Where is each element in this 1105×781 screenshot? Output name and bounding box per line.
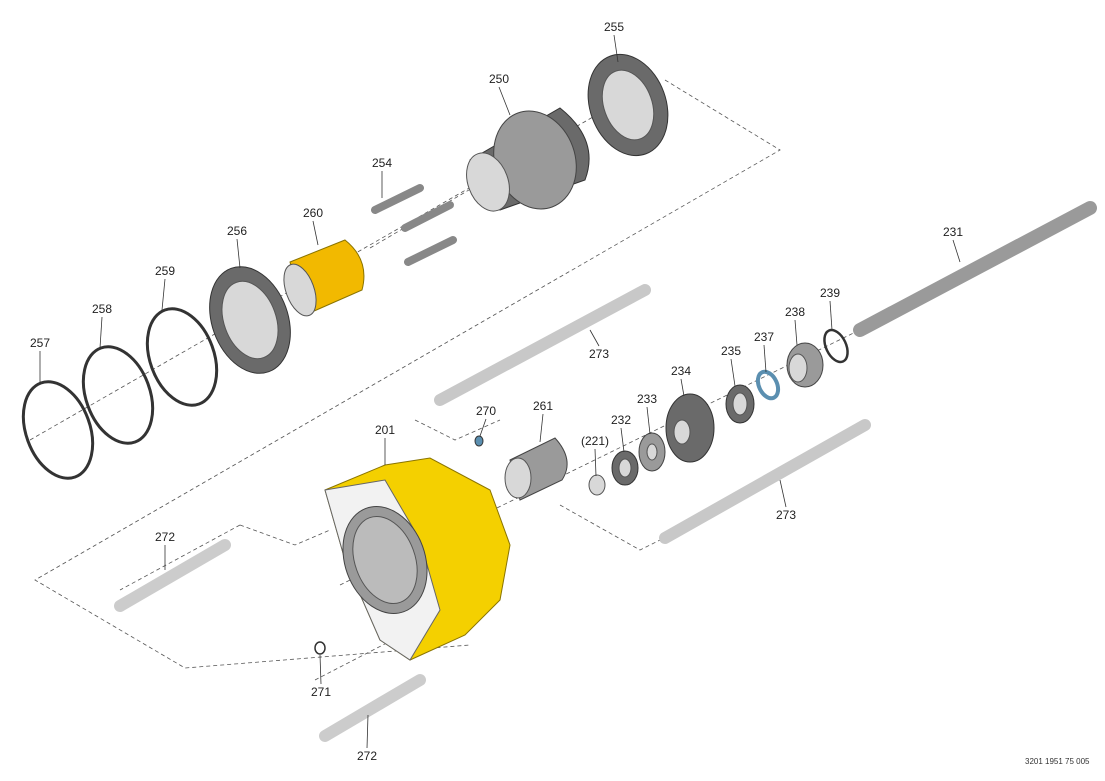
gear-250 (466, 107, 590, 212)
callout-label: 237 (754, 330, 774, 344)
leader-lines (39, 34, 961, 749)
circlip-237 (755, 369, 781, 401)
callout-label: 273 (589, 347, 609, 361)
bearing-238 (786, 342, 824, 388)
seal-270 (474, 435, 484, 447)
o-ring-271 (314, 641, 326, 655)
callout-label: 261 (533, 399, 553, 413)
shaft-273-upper (434, 284, 651, 406)
pin-272-lower (319, 674, 426, 742)
callout-label: (221) (581, 434, 609, 448)
callout-labels: 255 250 254 260 256 231 259 258 239 238 … (30, 20, 963, 763)
ring-239 (823, 328, 849, 364)
washer-233 (638, 432, 666, 472)
callout-label: 273 (776, 508, 796, 522)
snap-ring-257 (21, 380, 95, 480)
snap-ring-259 (145, 307, 219, 407)
snap-ring-258 (81, 345, 155, 445)
callout-label: 201 (375, 423, 395, 437)
callout-label: 257 (30, 336, 50, 350)
bearing-235 (725, 384, 755, 424)
callout-label: 231 (943, 225, 963, 239)
bearing-232 (611, 450, 639, 486)
shaft-273-lower (659, 419, 871, 544)
callout-label: 272 (357, 749, 377, 763)
callout-label: 272 (155, 530, 175, 544)
callout-label: 238 (785, 305, 805, 319)
callout-label: 254 (372, 156, 392, 170)
callout-label: 271 (311, 685, 331, 699)
bushing-260 (283, 239, 365, 317)
gear-234 (665, 393, 715, 463)
housing-201 (324, 457, 511, 661)
callout-label: 258 (92, 302, 112, 316)
callout-label: 259 (155, 264, 175, 278)
bearing-255 (587, 53, 669, 157)
callout-label: 232 (611, 413, 631, 427)
washer-221 (588, 474, 606, 496)
pin-272-upper (114, 539, 231, 612)
shaft-231 (853, 201, 1097, 337)
bearing-256 (209, 266, 291, 374)
callout-label: 260 (303, 206, 323, 220)
callout-label: 234 (671, 364, 691, 378)
callout-label: 270 (476, 404, 496, 418)
callout-label: 250 (489, 72, 509, 86)
callout-label: 233 (637, 392, 657, 406)
pins-254 (371, 184, 457, 266)
callout-label: 256 (227, 224, 247, 238)
drawing-reference-number: 3201 1951 75 005 (1025, 757, 1090, 766)
callout-label: 235 (721, 344, 741, 358)
callout-label: 239 (820, 286, 840, 300)
callout-label: 255 (604, 20, 624, 34)
sleeve-261 (504, 437, 568, 501)
